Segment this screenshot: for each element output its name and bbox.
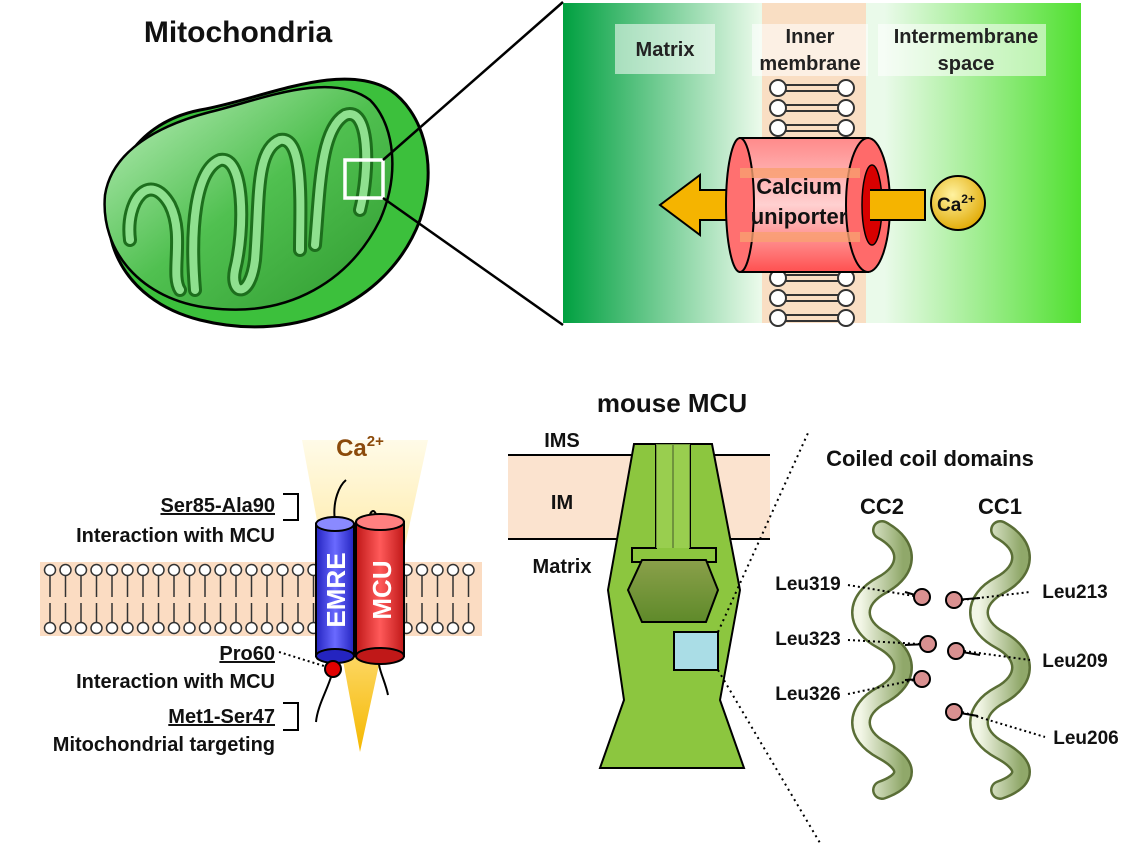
- lipid-head: [121, 563, 134, 577]
- coiled-coil-panel: Coiled coil domains CC2 CC1 Leu319 Leu32…: [775, 446, 1119, 800]
- annotation-pro60-desc: Interaction with MCU: [76, 671, 275, 693]
- lipid-head: [415, 563, 429, 577]
- lipid-head: [59, 621, 72, 635]
- zoom-panel: Matrix Inner membrane Intermembrane spac…: [563, 3, 1081, 327]
- residue-leu319: Leu319: [775, 574, 840, 595]
- lipid-head: [121, 621, 134, 635]
- mitochondria-title: Mitochondria: [144, 16, 333, 49]
- residue-leu213: Leu213: [1042, 582, 1107, 603]
- svg-text:Ca2+: Ca2+: [937, 192, 975, 216]
- pro60-marker: [324, 660, 342, 678]
- lipid-head: [446, 621, 460, 635]
- lipid-head: [90, 621, 103, 635]
- emre-ca-symbol: Ca: [336, 435, 367, 462]
- zoom-inner-membrane-label-1: Inner: [786, 26, 835, 48]
- uniporter-label-1: Calcium: [756, 174, 842, 199]
- lipid-head: [43, 563, 57, 577]
- lipid-head: [136, 563, 150, 577]
- calcium-uniporter: Calcium uniporter: [725, 137, 926, 273]
- zoom-lipids-upper: [769, 79, 855, 137]
- lipid-head: [245, 563, 258, 577]
- mcu-pore-domain: [626, 559, 720, 623]
- lipid-head: [59, 563, 72, 577]
- residue-leu326: Leu326: [775, 684, 840, 705]
- residue-markers: [904, 588, 981, 721]
- cc1-label: CC1: [978, 494, 1022, 519]
- calcium-ion: Ca2+: [930, 175, 986, 231]
- zoom-line-top: [382, 1, 564, 161]
- lipid-head: [214, 563, 227, 577]
- mcu-label: MCU: [367, 560, 397, 619]
- residue-leu206: Leu206: [1053, 728, 1118, 749]
- lipid-head: [229, 621, 243, 635]
- coiled-coil-title: Coiled coil domains: [826, 446, 1034, 471]
- zoom-inner-membrane-label-2: membrane: [759, 53, 860, 75]
- mouse-mcu-title: mouse MCU: [597, 388, 747, 418]
- lipid-head: [431, 563, 444, 577]
- lipid-head: [276, 621, 289, 635]
- svg-text:Ca2+: Ca2+: [336, 433, 384, 462]
- lipid-head: [183, 563, 196, 577]
- lipid-head: [431, 621, 444, 635]
- mouse-mcu-panel: mouse MCU IMS IM Matrix: [508, 388, 821, 844]
- coiled-coil-region-box: [673, 631, 719, 671]
- calcium-ion-symbol: Ca: [937, 195, 962, 216]
- mcu-helix: MCU: [355, 513, 405, 665]
- lipid-head: [462, 563, 475, 577]
- lipid-head: [43, 621, 57, 635]
- lipid-head: [74, 563, 88, 577]
- lipid-head: [167, 563, 181, 577]
- lipid-head: [152, 563, 165, 577]
- cc2-label: CC2: [860, 494, 904, 519]
- annotation-met1-ser47: Met1-Ser47: [168, 706, 275, 728]
- lipid-head: [291, 621, 305, 635]
- zoom-matrix-label: Matrix: [636, 39, 695, 61]
- uniporter-label-2: uniporter: [751, 204, 848, 229]
- residue-leu209: Leu209: [1042, 651, 1107, 672]
- annotation-ser85-ala90-desc: Interaction with MCU: [76, 525, 275, 547]
- lipid-head: [214, 621, 227, 635]
- zoom-line-bottom: [382, 196, 564, 327]
- lipid-head: [136, 621, 150, 635]
- mitochondrion-illustration: [103, 77, 430, 329]
- emre-ca-charge: 2+: [367, 433, 384, 450]
- annotation-pro60: Pro60: [219, 643, 275, 665]
- lipid-head: [198, 563, 212, 577]
- lipid-head: [229, 563, 243, 577]
- zoom-lipids-lower: [769, 269, 855, 327]
- emre-label: EMRE: [321, 552, 351, 627]
- mcu-matrix-label: Matrix: [533, 556, 592, 578]
- mcu-ims-label: IMS: [544, 430, 580, 452]
- lipid-head: [462, 621, 475, 635]
- lipid-head: [245, 621, 258, 635]
- zoom-region-box: [343, 158, 385, 200]
- calcium-ion-charge: 2+: [961, 192, 975, 206]
- zoom-ims-label-1: Intermembrane: [894, 26, 1039, 48]
- lipid-head: [90, 563, 103, 577]
- zoom-ims-label-2: space: [938, 53, 995, 75]
- lipid-head: [152, 621, 165, 635]
- annotation-ser85-ala90: Ser85-Ala90: [160, 495, 275, 517]
- lipid-head: [260, 563, 274, 577]
- lipid-head: [260, 621, 274, 635]
- annotation-met1-ser47-desc: Mitochondrial targeting: [53, 734, 275, 756]
- lipid-head: [276, 563, 289, 577]
- lipid-head: [291, 563, 305, 577]
- lipid-head: [74, 621, 88, 635]
- lipid-head: [446, 563, 460, 577]
- lipid-head: [167, 621, 181, 635]
- residue-leu323: Leu323: [775, 629, 840, 650]
- mcu-im-label: IM: [551, 492, 573, 514]
- lipid-head: [105, 621, 119, 635]
- cc1-helix: [969, 520, 1031, 800]
- cc2-helix: [851, 520, 913, 800]
- emre-mcu-panel: Ca2+ EMRE MCU Ser85-Ala90 Interaction: [40, 433, 482, 756]
- lipid-head: [183, 621, 196, 635]
- lipid-head: [198, 621, 212, 635]
- emre-helix: EMRE: [315, 516, 355, 664]
- lipid-head: [415, 621, 429, 635]
- lipid-head: [105, 563, 119, 577]
